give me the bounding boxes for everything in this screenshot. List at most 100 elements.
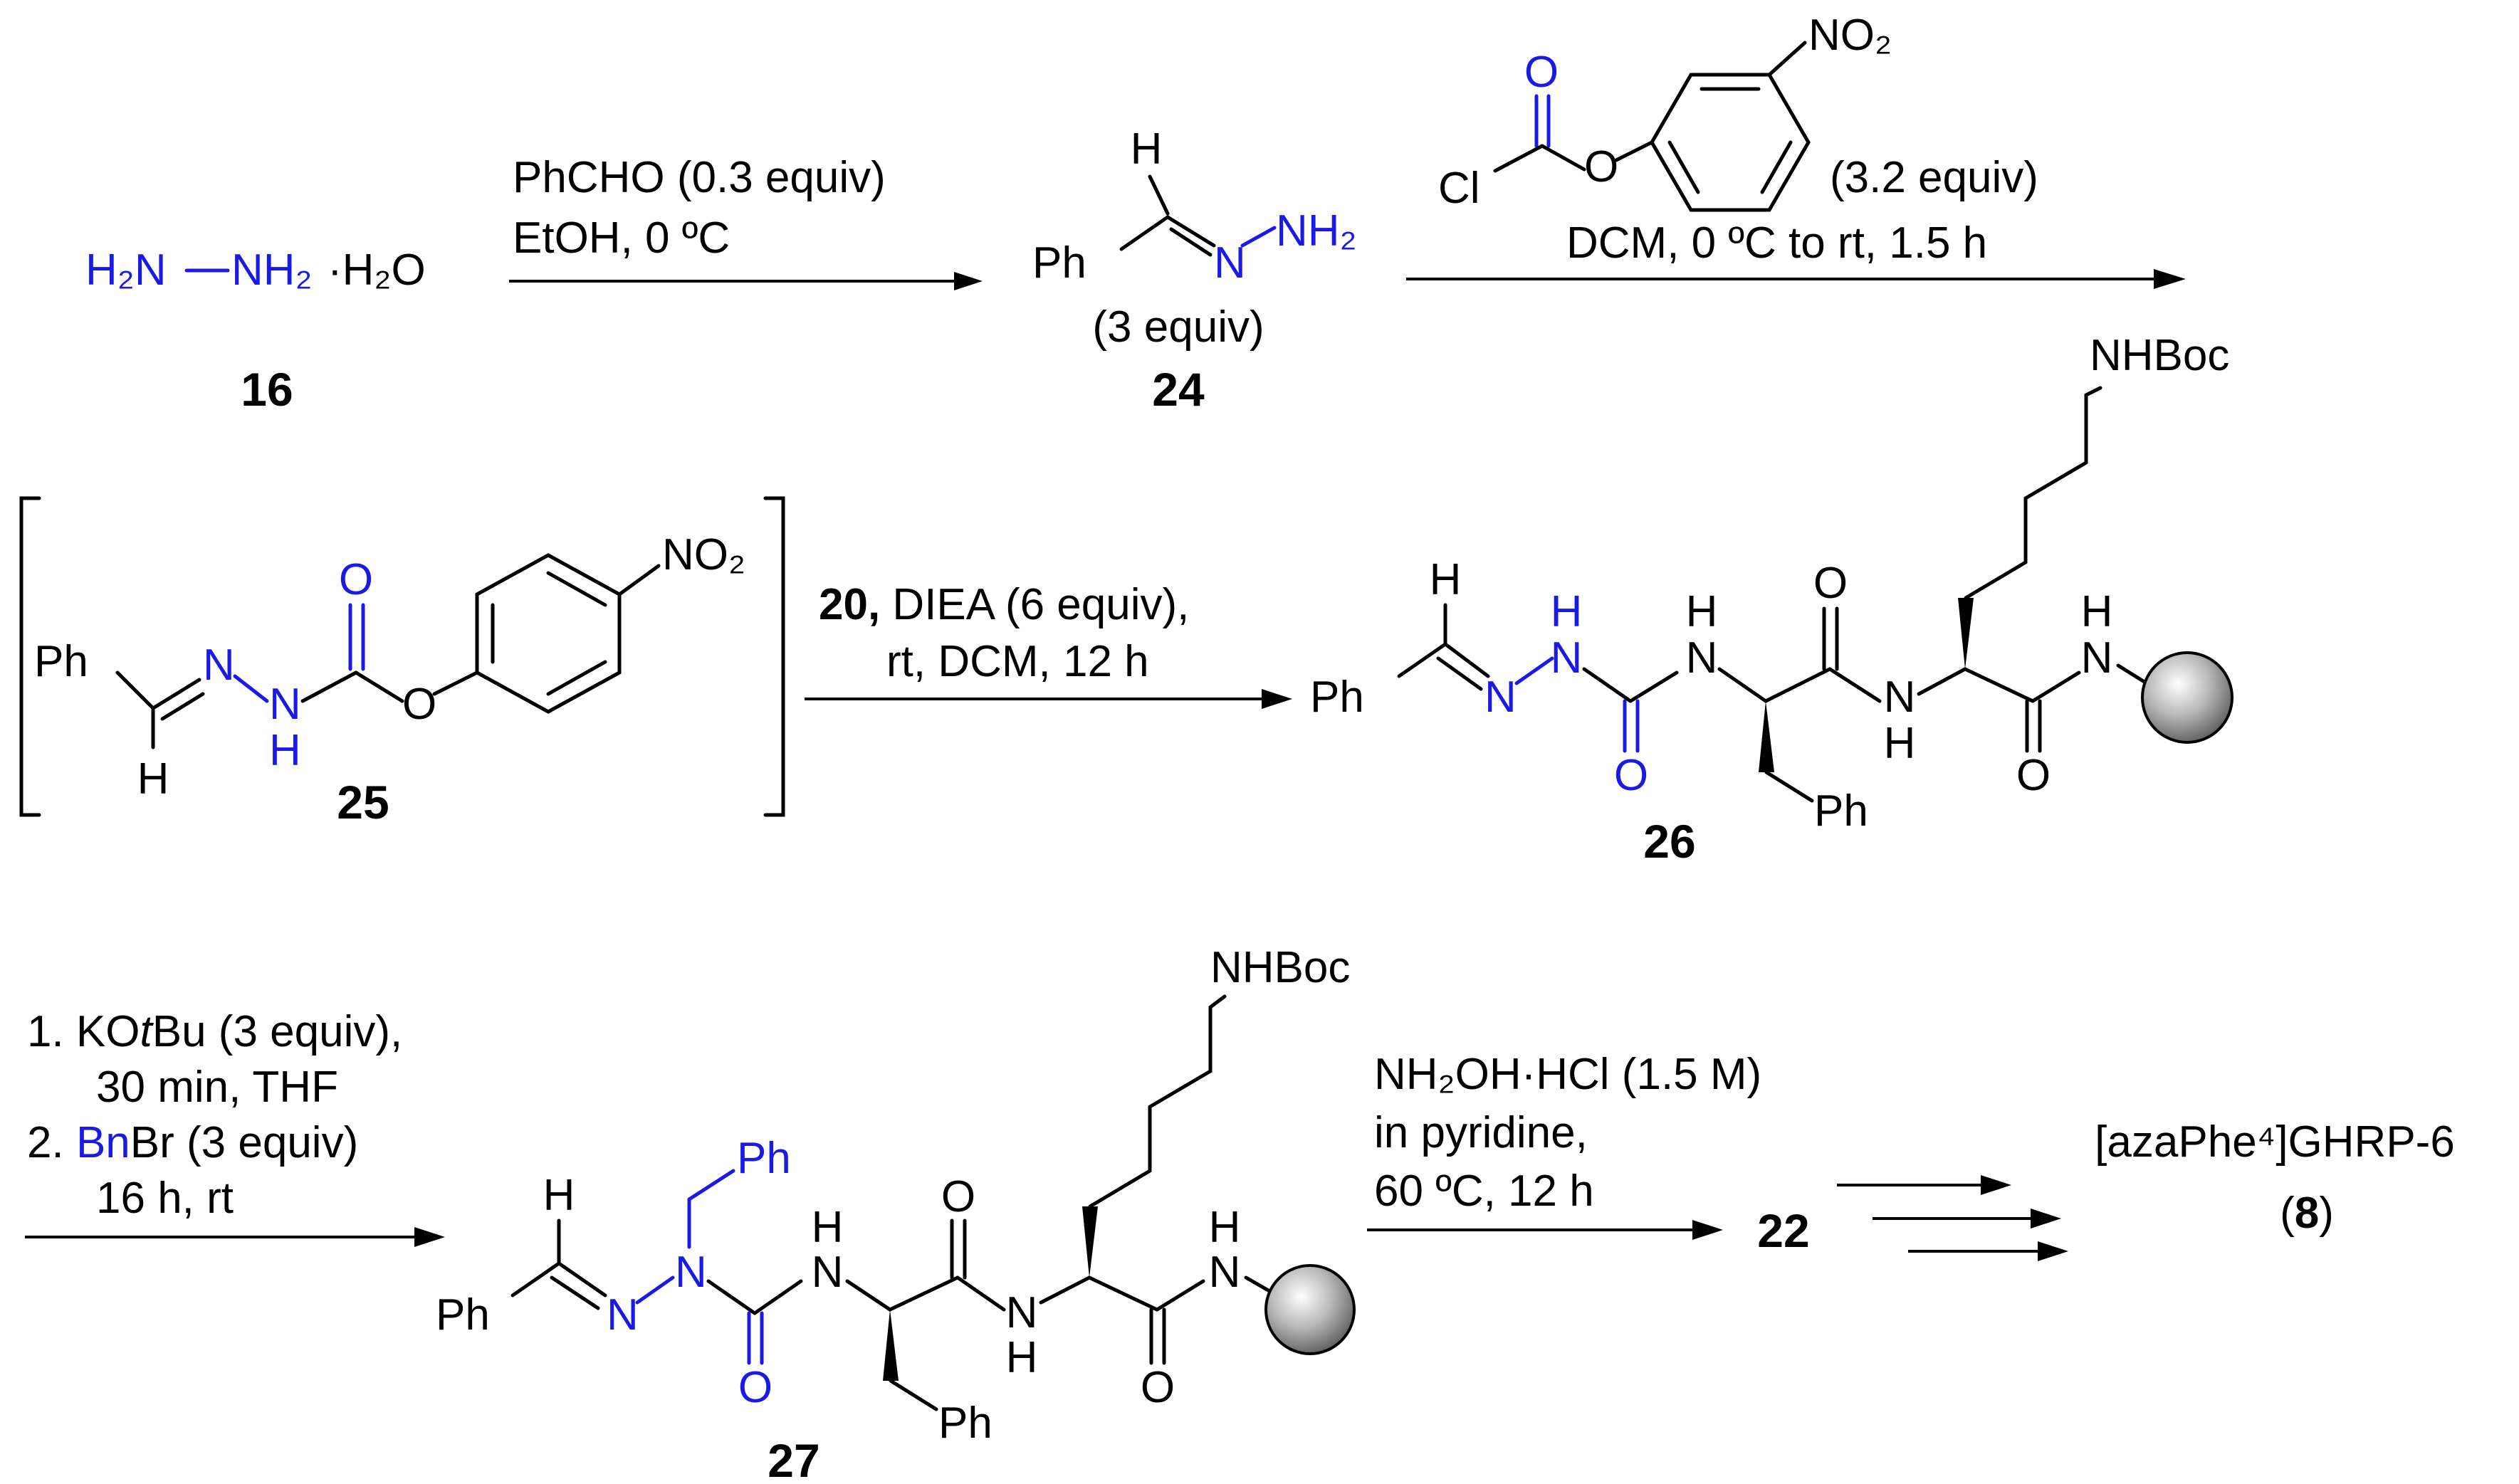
n-ca-27 xyxy=(845,1279,892,1312)
h2n-label: H₂N xyxy=(85,246,167,295)
step3-arrowhead xyxy=(1262,689,1292,709)
benzene-ring xyxy=(1650,73,1811,212)
ch2-ph-26 xyxy=(1764,770,1814,803)
n2-27: N xyxy=(675,1248,707,1297)
ca-co-26 xyxy=(1764,667,1832,703)
c-n-db-25 xyxy=(160,692,205,721)
h-26: H xyxy=(1430,555,1462,604)
ph-25: Ph xyxy=(34,637,88,686)
carbonyl-o: O xyxy=(1524,48,1559,97)
nh-h-27: H xyxy=(812,1203,844,1252)
right-bracket xyxy=(763,496,785,817)
final-close-paren: ) xyxy=(2319,1189,2334,1238)
step5-line2: in pyridine, xyxy=(1374,1108,1588,1157)
n-ca2-26 xyxy=(1917,667,1967,696)
step4-line4: 16 h, rt xyxy=(96,1174,234,1223)
multi-arrowhead-1 xyxy=(1981,1175,2011,1195)
c-o-ester-bond xyxy=(1540,144,1586,172)
o-amide1-26: O xyxy=(1813,559,1848,608)
n-26: N xyxy=(1484,673,1517,722)
c-n-db-27 xyxy=(550,1275,600,1310)
step1-reagent: PhCHO (0.3 equiv) xyxy=(513,153,886,202)
compound-25-label: 25 xyxy=(337,776,389,828)
o-ar-25 xyxy=(432,670,479,696)
step4-line2: 30 min, THF xyxy=(96,1063,338,1112)
step4-line3: 2. BnBr (3 equiv) xyxy=(27,1118,358,1167)
c-n-26 xyxy=(1443,642,1490,678)
nh4-h-27: H xyxy=(1209,1203,1241,1252)
nh2-label: NH₂ xyxy=(231,246,313,295)
ca-co-27 xyxy=(888,1275,960,1312)
ph-c-bond xyxy=(1119,215,1170,251)
bn-ph-27: Ph xyxy=(737,1134,791,1183)
compound-26-label: 26 xyxy=(1643,815,1695,868)
nh-n-25: N xyxy=(269,680,301,729)
nh2-h-26: H xyxy=(1686,587,1718,636)
final-product-number: (8) xyxy=(2280,1189,2334,1238)
lys-chain-27 xyxy=(1088,994,1227,1209)
c-n-bond xyxy=(1166,215,1216,248)
c-o-25 xyxy=(354,670,404,703)
ring-25 xyxy=(475,553,622,714)
compound-27-label: 27 xyxy=(768,1434,819,1484)
cl-label: Cl xyxy=(1438,164,1480,213)
ca2-co-27 xyxy=(1087,1275,1159,1312)
hydrazone-h: H xyxy=(1131,125,1163,174)
h-25: H xyxy=(137,754,169,804)
c-nh-27 xyxy=(753,1279,803,1315)
ch-bond xyxy=(1148,174,1170,216)
ch2-ph-27 xyxy=(687,1169,735,1201)
ring-db-2 xyxy=(1667,140,1700,194)
nh-h-25: H xyxy=(269,726,301,775)
c-cl-bond xyxy=(1493,144,1544,173)
ar-no2-25 xyxy=(617,564,661,596)
nh2-n-26: N xyxy=(1686,633,1718,683)
step2-arrowhead xyxy=(2154,269,2186,289)
intermediate-25: Ph H N N H O O NO₂ xyxy=(34,530,745,804)
hydrazone-24: H Ph N NH₂ (3 equiv) xyxy=(1032,125,1357,352)
hydrazone-nh2: NH₂ xyxy=(1276,206,1357,256)
nh3-h-27: H xyxy=(1006,1333,1038,1382)
step4-line3-pre: 2. xyxy=(27,1118,76,1167)
step4-line1-ital: t xyxy=(140,1007,155,1056)
step3-rest: DIEA (6 equiv), xyxy=(880,580,1189,629)
o-urea-26: O xyxy=(1614,751,1648,800)
compound-22-label: 22 xyxy=(1757,1204,1809,1257)
aryl-no2-bond xyxy=(1767,41,1807,77)
wedge-lys-26 xyxy=(1958,598,1974,669)
ch2-ph2-27 xyxy=(889,1379,938,1411)
final-product-name: [azaPhe⁴]GHRP-6 xyxy=(2095,1117,2455,1167)
step2-conditions: DCM, 0 ºC to rt, 1.5 h xyxy=(1566,219,1987,268)
n-27: N xyxy=(607,1290,639,1340)
ring-db3-25 xyxy=(546,660,607,696)
step4-line1-post: Bu (3 equiv), xyxy=(152,1007,403,1056)
c-n-25 xyxy=(151,678,201,710)
step4-line3-blue: Bn xyxy=(76,1118,130,1167)
c-n-double xyxy=(1169,227,1213,257)
co-nh-resin-27 xyxy=(1155,1279,1205,1312)
step4-line3-post: Br (3 equiv) xyxy=(130,1118,358,1167)
ph-c-25 xyxy=(115,670,155,710)
step5-arrowhead xyxy=(1692,1220,1723,1240)
nh4-h-26: H xyxy=(2081,587,2113,636)
o-aryl-bond xyxy=(1614,140,1654,162)
n-ca-26 xyxy=(1717,667,1768,703)
n-25: N xyxy=(203,641,235,690)
c-n-db-26 xyxy=(1436,656,1483,691)
ph-side-27: Ph xyxy=(938,1399,993,1448)
step3-line1: 20, DIEA (6 equiv), xyxy=(819,580,1189,629)
ring-db-3 xyxy=(1760,140,1793,194)
equiv-label: (3 equiv) xyxy=(1092,302,1264,352)
n-c-25 xyxy=(300,670,358,703)
chloroformate-reagent: O Cl O NO₂ xyxy=(1438,11,1892,213)
resin-bead-26 xyxy=(2141,651,2233,744)
ph-side-26: Ph xyxy=(1814,786,1868,836)
nh-n-26: N xyxy=(1551,633,1583,683)
co-n-26 xyxy=(1828,667,1882,703)
n-c-26 xyxy=(1582,667,1633,703)
ring-db2-25 xyxy=(546,571,607,607)
step4-arrowhead xyxy=(414,1227,445,1247)
n-resin-26 xyxy=(2116,663,2149,685)
c-ph-26 xyxy=(1397,642,1447,678)
o-carbonyl-25: O xyxy=(339,555,373,604)
